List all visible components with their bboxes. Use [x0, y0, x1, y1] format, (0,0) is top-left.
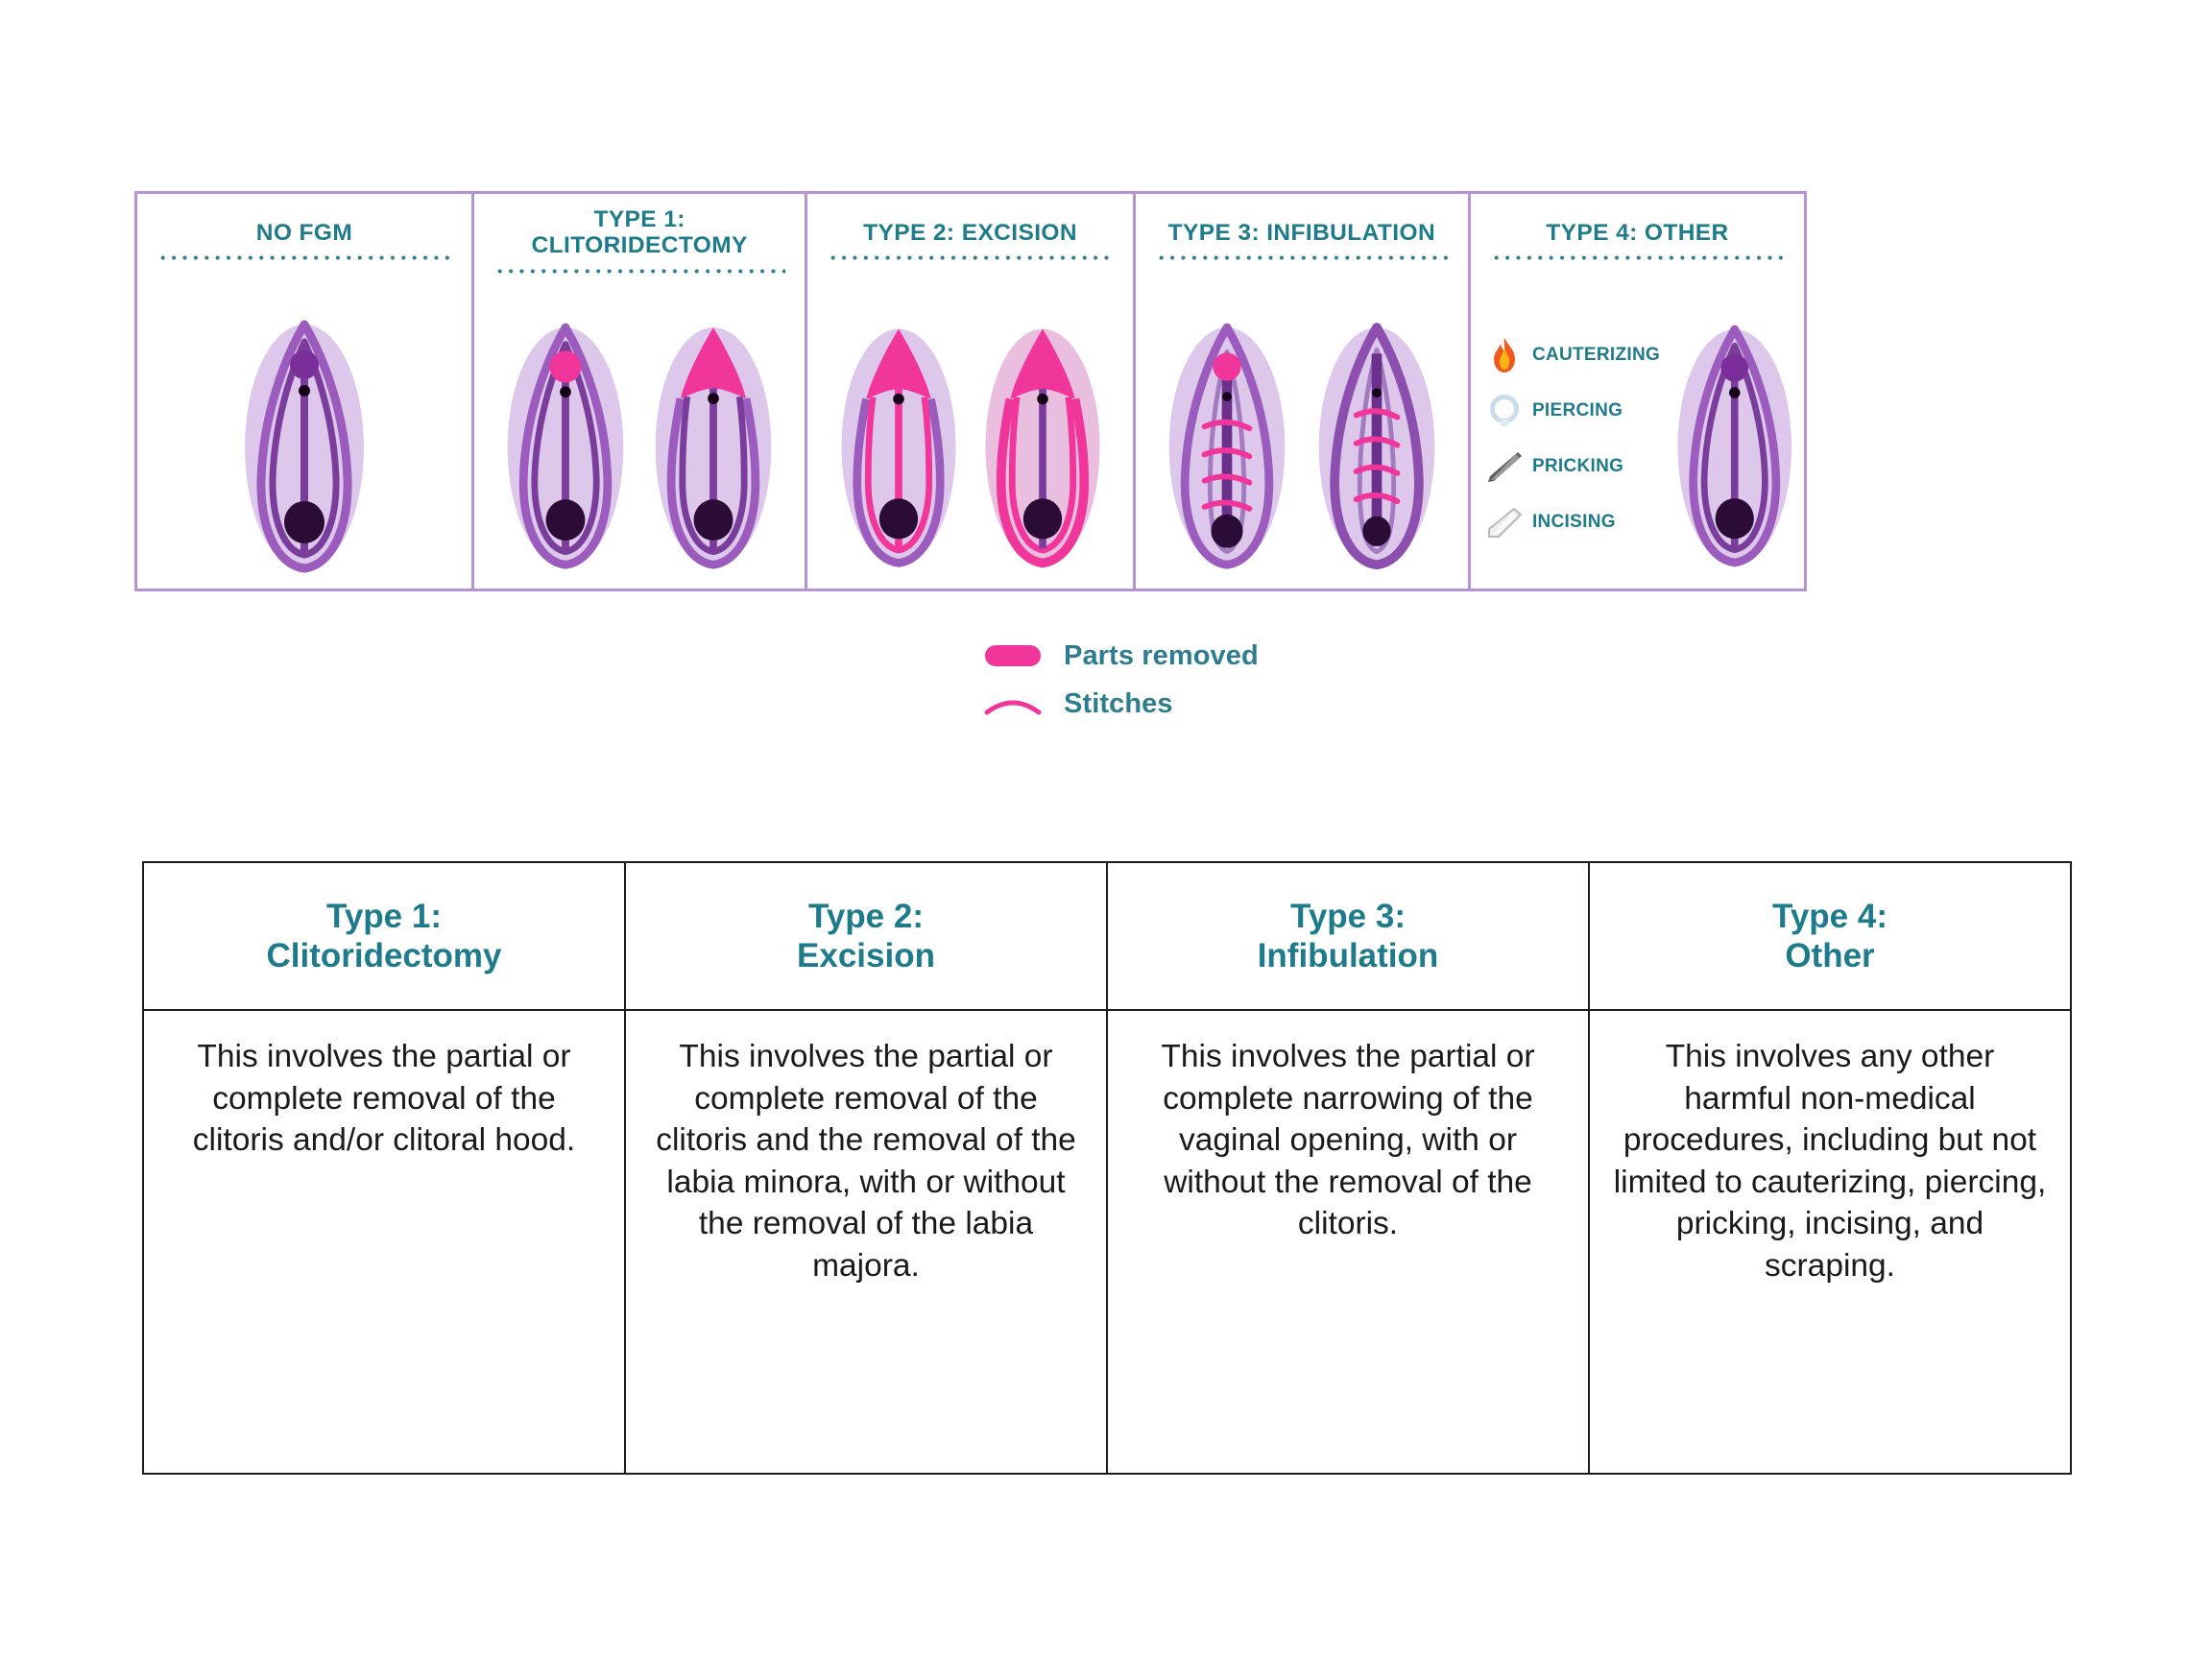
pink-removed-clitoris: [549, 349, 582, 383]
vulva-figure-labia-minora-removed: [841, 328, 956, 567]
flame-icon: [1482, 337, 1527, 373]
pink-removed-hood: [681, 326, 747, 398]
table-cell-type-2-description: This involves the partial or complete re…: [624, 1009, 1108, 1475]
vulva-figure-infibulated-clitoris: [1168, 323, 1286, 569]
type-4-label-pricking: PRICKING: [1531, 455, 1624, 476]
figure-group-type-2: [807, 286, 1132, 585]
vulva-figure-hood-removed: [655, 326, 772, 569]
figure-group-type-1: [474, 286, 805, 585]
pink-arc-swatch-icon: [977, 691, 1048, 716]
fgm-type-diagram: NO FGM TYPE 1: CLITORIDECTOMY: [134, 191, 1807, 591]
pink-removed-hood: [1009, 328, 1075, 399]
panel-title-type-1: TYPE 1: CLITORIDECTOMY: [531, 206, 748, 259]
table-header-type-4: Type 4: Other: [1588, 861, 2072, 1011]
panel-title-type-3: TYPE 3: INFIBULATION: [1167, 220, 1436, 246]
table-header-type-1: Type 1: Clitoridectomy: [142, 861, 626, 1011]
type-4-icon-list: CAUTERIZING PIERCING: [1482, 330, 1663, 541]
panel-type-1: TYPE 1: CLITORIDECTOMY: [474, 194, 808, 589]
table-header-type-2: Type 2: Excision: [624, 861, 1108, 1011]
panel-type-4: TYPE 4: OTHER CAUTERIZING: [1471, 194, 1804, 589]
figure-group-no-fgm: [137, 286, 471, 585]
type-4-label-cauterizing: CAUTERIZING: [1531, 344, 1661, 365]
ring-icon: [1482, 394, 1527, 428]
dotted-divider: [827, 254, 1114, 262]
figure-group-type-3: [1136, 286, 1468, 585]
panel-type-3: TYPE 3: INFIBULATION: [1136, 194, 1471, 589]
figure-group-type-4: CAUTERIZING PIERCING: [1471, 286, 1804, 585]
table-row: This involves the partial or complete re…: [142, 1009, 2072, 1475]
type-4-label-incising: INCISING: [1531, 511, 1616, 532]
panel-no-fgm: NO FGM: [137, 194, 474, 589]
pink-removed-labia-majora: [996, 397, 1089, 567]
pink-stitches: [1201, 419, 1253, 512]
legend-item-parts-removed: Parts removed: [977, 632, 1361, 680]
panel-title-type-2: TYPE 2: EXCISION: [863, 220, 1077, 246]
vulva-figure-normal: [244, 320, 364, 572]
vulva-figure-clitoris-marked: [507, 323, 624, 569]
dotted-divider: [156, 254, 452, 262]
pink-removed-labia-minora: [864, 396, 932, 553]
panel-title-type-4: TYPE 4: OTHER: [1546, 220, 1729, 246]
blade-icon: [1482, 505, 1527, 540]
table-cell-type-3-description: This involves the partial or complete na…: [1106, 1009, 1590, 1475]
diagram-legend: Parts removed Stitches: [977, 632, 1361, 728]
legend-label-stitches: Stitches: [1064, 687, 1173, 719]
fgm-types-table: Type 1: Clitoridectomy Type 2: Excision …: [142, 861, 2072, 1475]
legend-item-stitches: Stitches: [977, 680, 1361, 728]
legend-label-parts-removed: Parts removed: [1064, 639, 1259, 671]
pink-bar-swatch-icon: [977, 645, 1048, 666]
panel-title-no-fgm: NO FGM: [255, 220, 353, 246]
vulva-figure-infibulated-no-clitoris: [1318, 322, 1435, 569]
dotted-divider: [493, 267, 785, 275]
panel-type-2: TYPE 2: EXCISION: [807, 194, 1136, 589]
table-header-type-3: Type 3: Infibulation: [1106, 861, 1590, 1011]
type-4-list-item-incising: INCISING: [1482, 503, 1663, 541]
type-4-list-item-cauterizing: CAUTERIZING: [1482, 336, 1663, 374]
vulva-figure-type4-normal: [1677, 325, 1792, 566]
type-4-list-item-piercing: PIERCING: [1482, 392, 1663, 430]
table-cell-type-1-description: This involves the partial or complete re…: [142, 1009, 626, 1475]
dotted-divider: [1490, 254, 1785, 262]
pink-removed-hood: [865, 328, 931, 399]
vulva-figure-labia-majora-removed: [985, 328, 1100, 567]
pink-removed-labia-minora: [1008, 396, 1076, 553]
dotted-divider: [1155, 254, 1449, 262]
type-4-list-item-pricking: PRICKING: [1482, 447, 1663, 486]
table-header-row: Type 1: Clitoridectomy Type 2: Excision …: [142, 861, 2072, 1011]
type-4-label-piercing: PIERCING: [1531, 399, 1623, 421]
pink-stitches: [1353, 407, 1401, 504]
table-cell-type-4-description: This involves any other harmful non-medi…: [1588, 1009, 2072, 1475]
pink-removed-clitoris: [1213, 351, 1241, 381]
needle-icon: [1482, 449, 1527, 484]
